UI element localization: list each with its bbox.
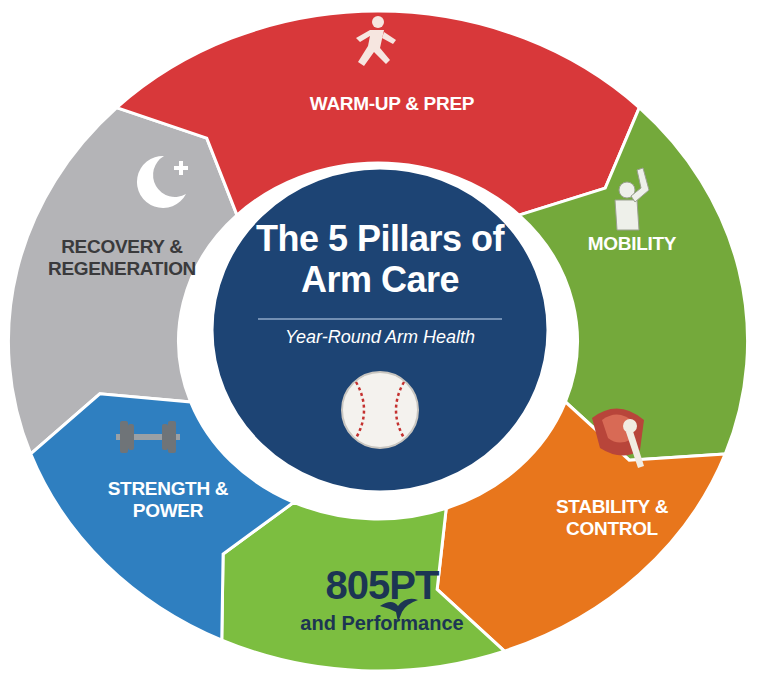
pillar-segment: STABILITY & CONTROL <box>542 496 682 540</box>
node-label: The 5 Pillars of Arm Care <box>230 218 530 301</box>
node-sublabel: and Performance <box>267 612 497 635</box>
ring-segments <box>8 11 747 671</box>
runner-icon <box>356 16 396 66</box>
moon-plus-icon <box>137 156 188 208</box>
pillar-segment: WARM-UP & PREP <box>282 93 502 115</box>
pillar-segment: MOBILITY <box>567 233 697 255</box>
divider-line <box>258 318 502 320</box>
pillar-segment: STRENGTH & POWER <box>103 478 233 522</box>
node-label: 805PT <box>267 562 497 608</box>
pillar-segment: RECOVERY & REGENERATION <box>47 236 197 280</box>
shoulder-icon <box>592 408 644 468</box>
pillar-segment: 805PT and Performance <box>267 562 497 635</box>
node-label: WARM-UP & PREP <box>282 93 502 115</box>
dumbbell-icon <box>116 421 180 453</box>
node-label: MOBILITY <box>567 233 697 255</box>
node-label: STRENGTH & POWER <box>103 478 233 522</box>
baseball <box>342 372 418 448</box>
ring-segment <box>222 502 505 671</box>
node-label: RECOVERY & REGENERATION <box>47 236 197 280</box>
node-sublabel: Year-Round Arm Health <box>230 327 530 348</box>
ring-segment <box>519 108 748 461</box>
center-circle-node: The 5 Pillars of Arm CareYear-Round Arm … <box>230 218 530 347</box>
node-label: STABILITY & CONTROL <box>542 496 682 540</box>
arm-flex-icon <box>615 168 649 230</box>
center-circle <box>212 168 548 492</box>
